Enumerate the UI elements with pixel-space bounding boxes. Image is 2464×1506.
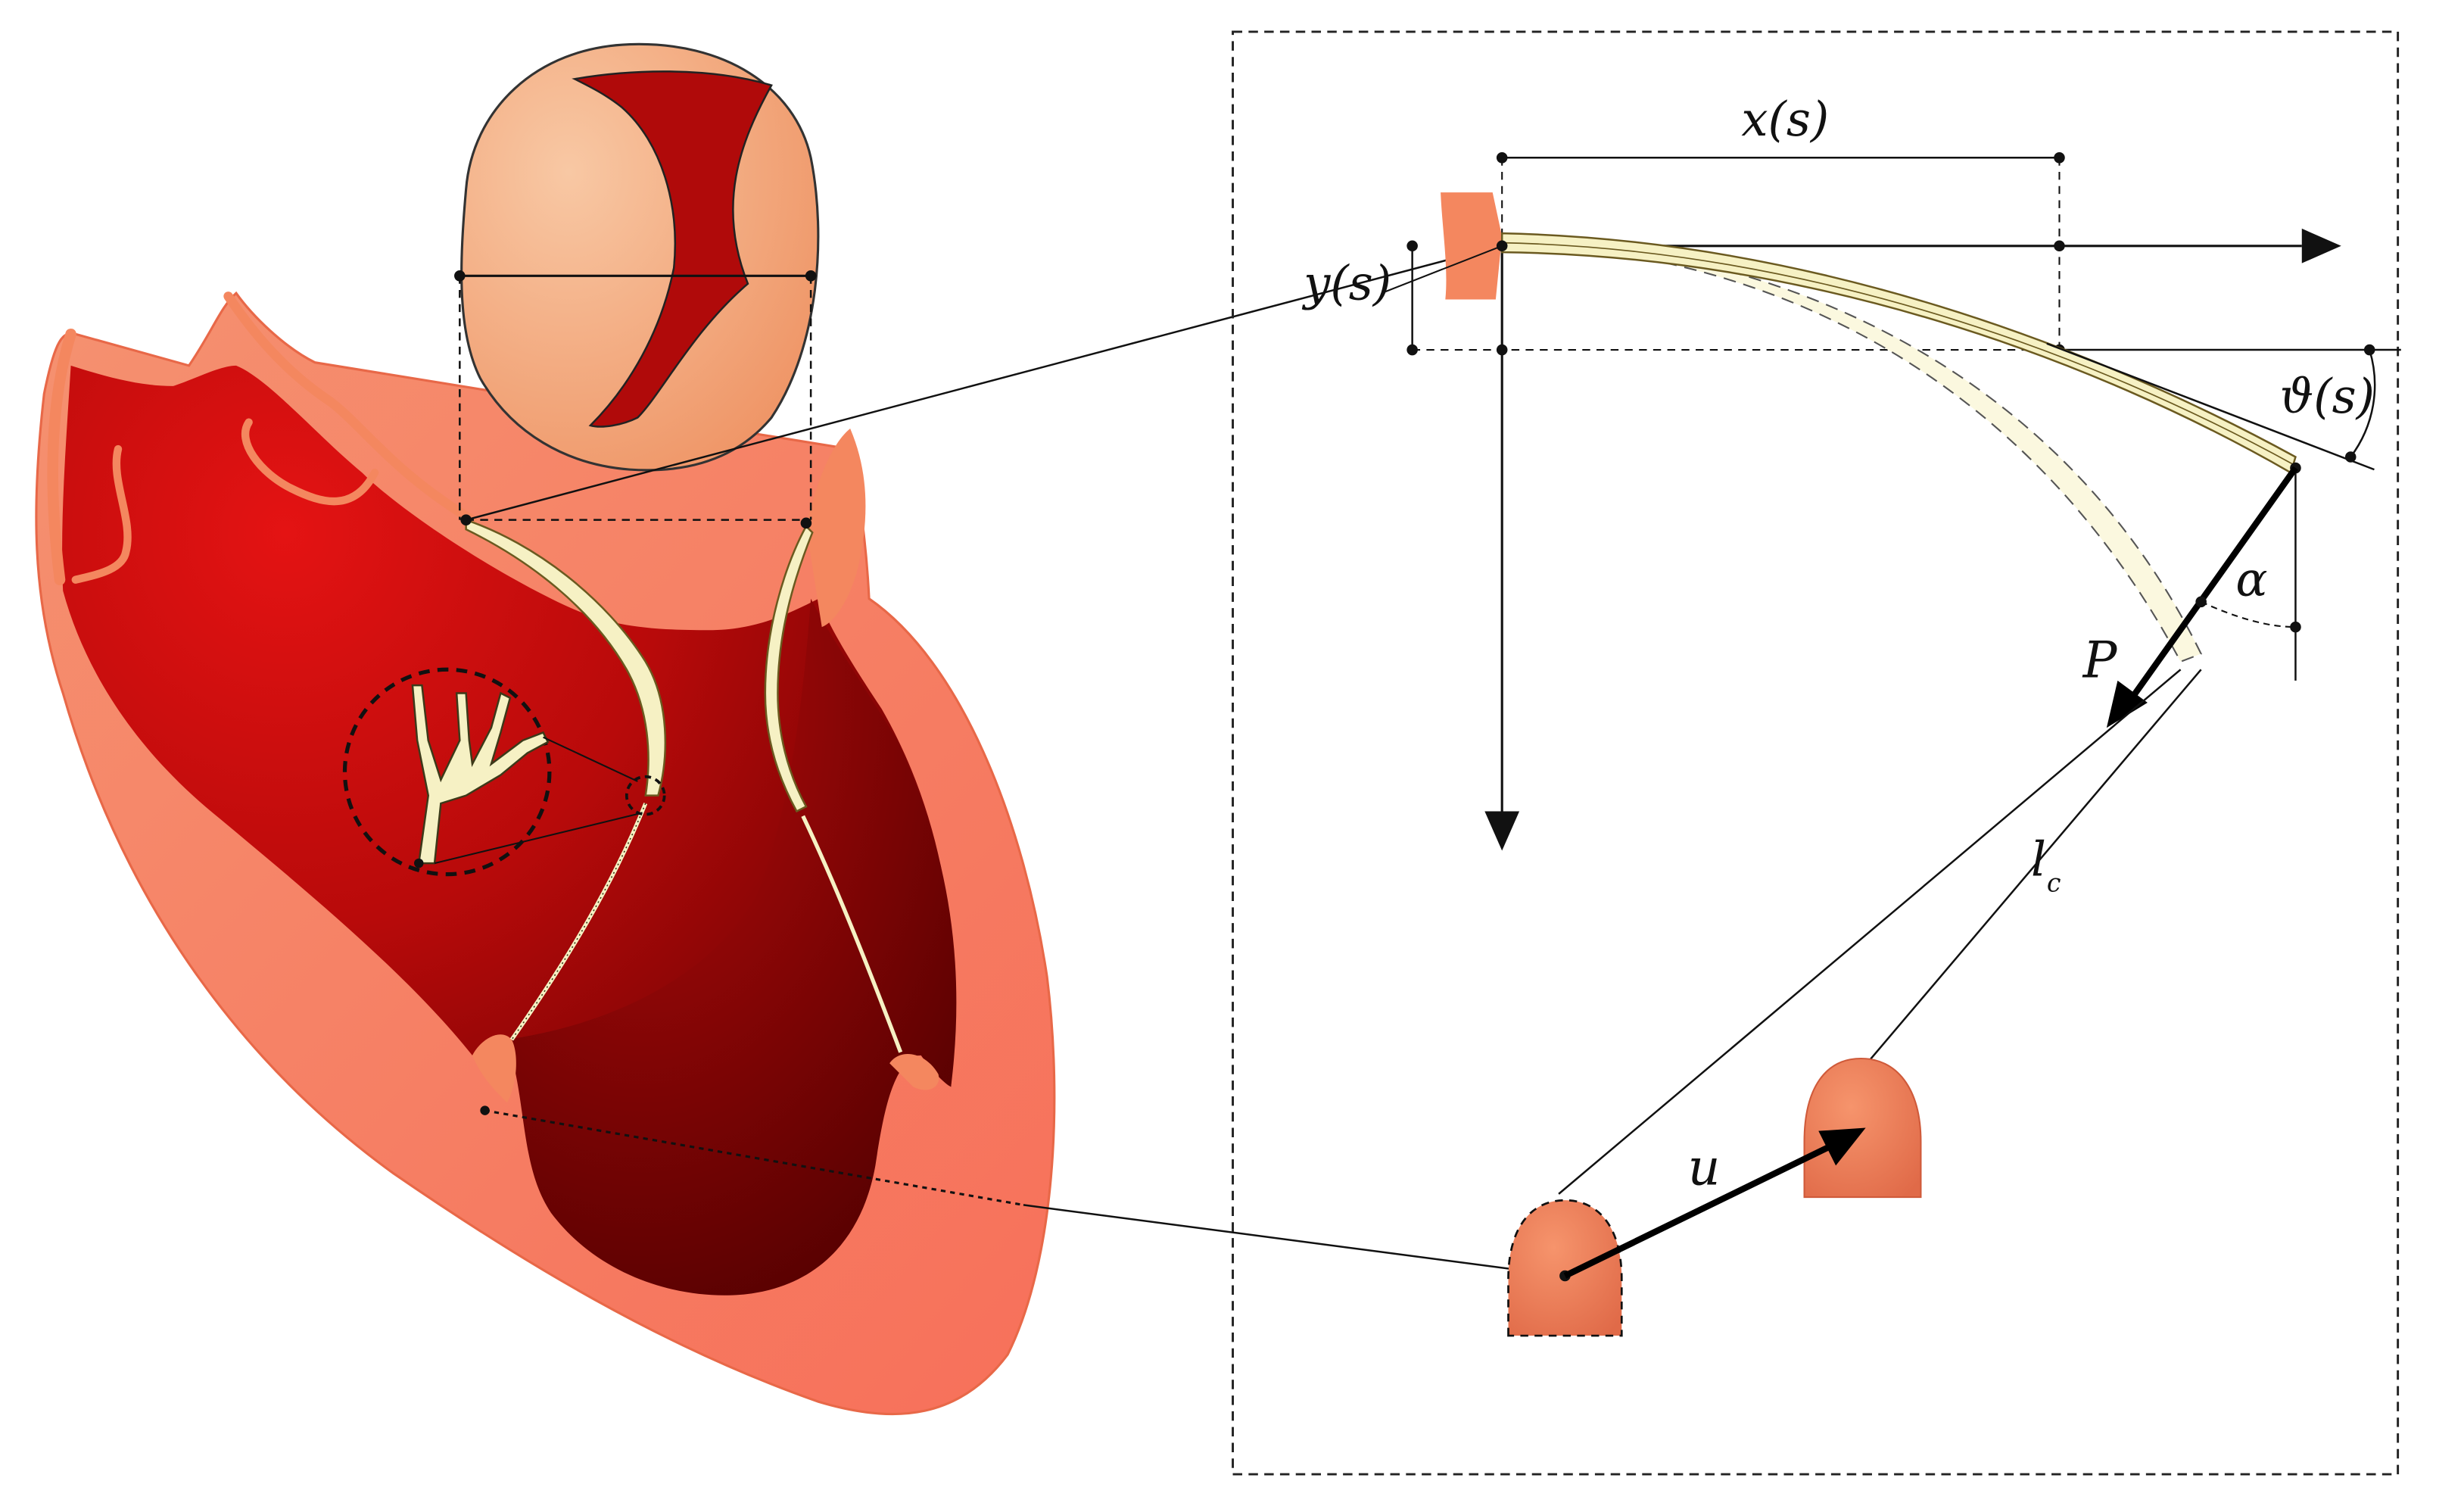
label-alpha: α [2235,552,2267,607]
connector-leaflet [466,245,1501,521]
papillary-bump [889,1053,939,1090]
annulus-anchor [1441,192,1503,300]
displacement-u-arrow [1563,1143,1831,1279]
posterior-leaflet [764,524,814,813]
label-P: P [2082,631,2118,690]
leaflet-reference [1501,235,2203,663]
chordae-right [801,815,903,1053]
force-P-arrow [2126,466,2298,705]
papillary-muscle-original [1507,1199,1623,1337]
connector-papillary [1023,1204,1564,1277]
papillary-point [480,1105,490,1115]
valve-top-view [454,42,820,529]
y-axis-arrowhead [1484,811,1520,851]
label-u: u [1688,1137,1721,1196]
label-x-s: x(s) [1741,92,1829,147]
force-P-arrowhead [2106,680,2148,728]
ventricle-wall-right [805,429,866,628]
atrial-wall-left [47,328,76,585]
label-l-c-subscript: c [2047,868,2061,898]
papillary-link [484,1109,1024,1206]
chordae-left-outline [511,803,646,1040]
atrial-fold-2 [241,418,379,506]
anterior-leaflet [465,518,667,797]
label-theta-s: ϑ(s) [2280,369,2375,424]
displacement-u-arrowhead [1818,1127,1866,1166]
atrial-top-strand [223,292,478,525]
papillary-muscle-displaced [1803,1057,1922,1199]
atrial-fold-1 [71,444,132,584]
mechanics-panel: x(s) y(s) ϑ(s) α P l c u [1232,30,2401,1476]
chordae-zoom-inset [342,667,666,877]
label-l-c: l [2031,832,2046,887]
label-y-s: y(s) [1301,255,1391,310]
leaflet-crescent [572,70,773,428]
septum-bump [472,1034,516,1103]
panel-frame [1232,30,2400,1476]
chord-line [1864,669,2202,1066]
chord-line-ref [1558,669,2182,1195]
ventricle-cavity [506,598,957,1296]
x-axis-arrowhead [2301,228,2341,263]
heart-cross-section [35,42,1564,1416]
